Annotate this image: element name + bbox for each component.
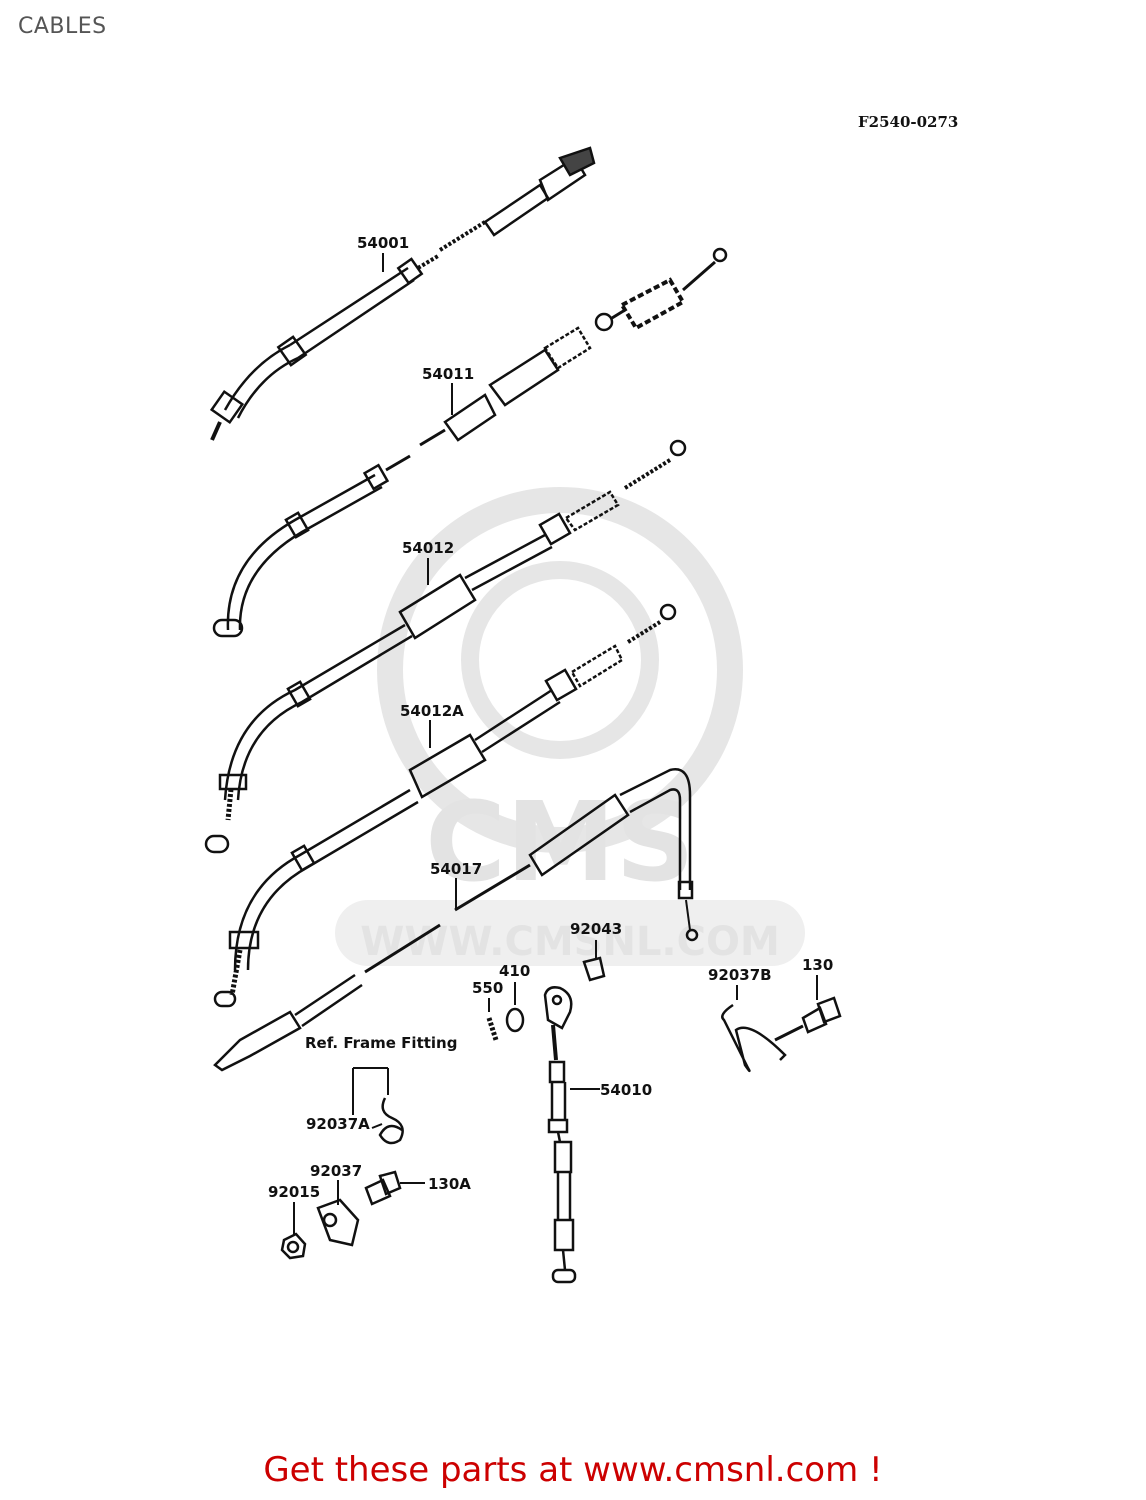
part-number-54011: 54011 <box>422 365 474 383</box>
pin-550 <box>486 998 499 1041</box>
label-54017: 54017 <box>430 860 482 910</box>
part-92043 <box>582 940 606 982</box>
speedometer-cable-54001 <box>209 146 596 441</box>
parts-diagram: CMS WWW.CMSNL.COM 54001 <box>204 113 958 1284</box>
label-54011: 54011 <box>422 365 474 415</box>
part-number-54001: 54001 <box>357 234 409 252</box>
cable-54017 <box>213 768 699 1072</box>
cta-link[interactable]: Get these parts at www.cmsnl.com ! <box>263 1450 883 1490</box>
cable-54010 <box>543 986 600 1284</box>
bolt-130 <box>774 975 842 1042</box>
part-number-92037: 92037 <box>310 1162 362 1180</box>
holder-92037 <box>316 1180 360 1247</box>
part-number-54017: 54017 <box>430 860 482 878</box>
figure-code: F2540-0273 <box>858 113 958 131</box>
label-54012A: 54012A <box>400 702 464 748</box>
part-number-92037B: 92037B <box>708 966 772 984</box>
label-54012: 54012 <box>402 539 454 585</box>
clip-92037A <box>371 1097 404 1145</box>
ref-frame-fitting-label: Ref. Frame Fitting <box>305 1034 457 1052</box>
part-number-130A: 130A <box>428 1175 471 1193</box>
label-54001: 54001 <box>357 234 409 272</box>
part-number-92015: 92015 <box>268 1183 320 1201</box>
washer-410 <box>505 982 525 1033</box>
throttle-cable-54012A <box>213 603 677 1008</box>
spring-92037B <box>721 985 787 1073</box>
nut-92015 <box>280 1202 307 1260</box>
part-number-130: 130 <box>802 956 833 974</box>
watermark-url: WWW.CMSNL.COM <box>360 919 780 965</box>
part-number-550: 550 <box>472 979 503 997</box>
part-number-92043: 92043 <box>570 920 622 938</box>
part-number-92037A: 92037A <box>306 1115 370 1133</box>
part-number-410: 410 <box>499 962 530 980</box>
part-number-54012A: 54012A <box>400 702 464 720</box>
choke-cable-54011 <box>212 247 728 638</box>
page-title: CABLES <box>18 14 107 39</box>
part-number-54010: 54010 <box>600 1081 652 1099</box>
bolt-130A <box>364 1170 425 1206</box>
watermark: CMS WWW.CMSNL.COM <box>335 487 805 966</box>
part-number-54012: 54012 <box>402 539 454 557</box>
ref-frame-fitting: Ref. Frame Fitting <box>305 1034 457 1115</box>
watermark-brand: CMS <box>425 778 694 906</box>
throttle-cable-54012 <box>204 439 687 854</box>
